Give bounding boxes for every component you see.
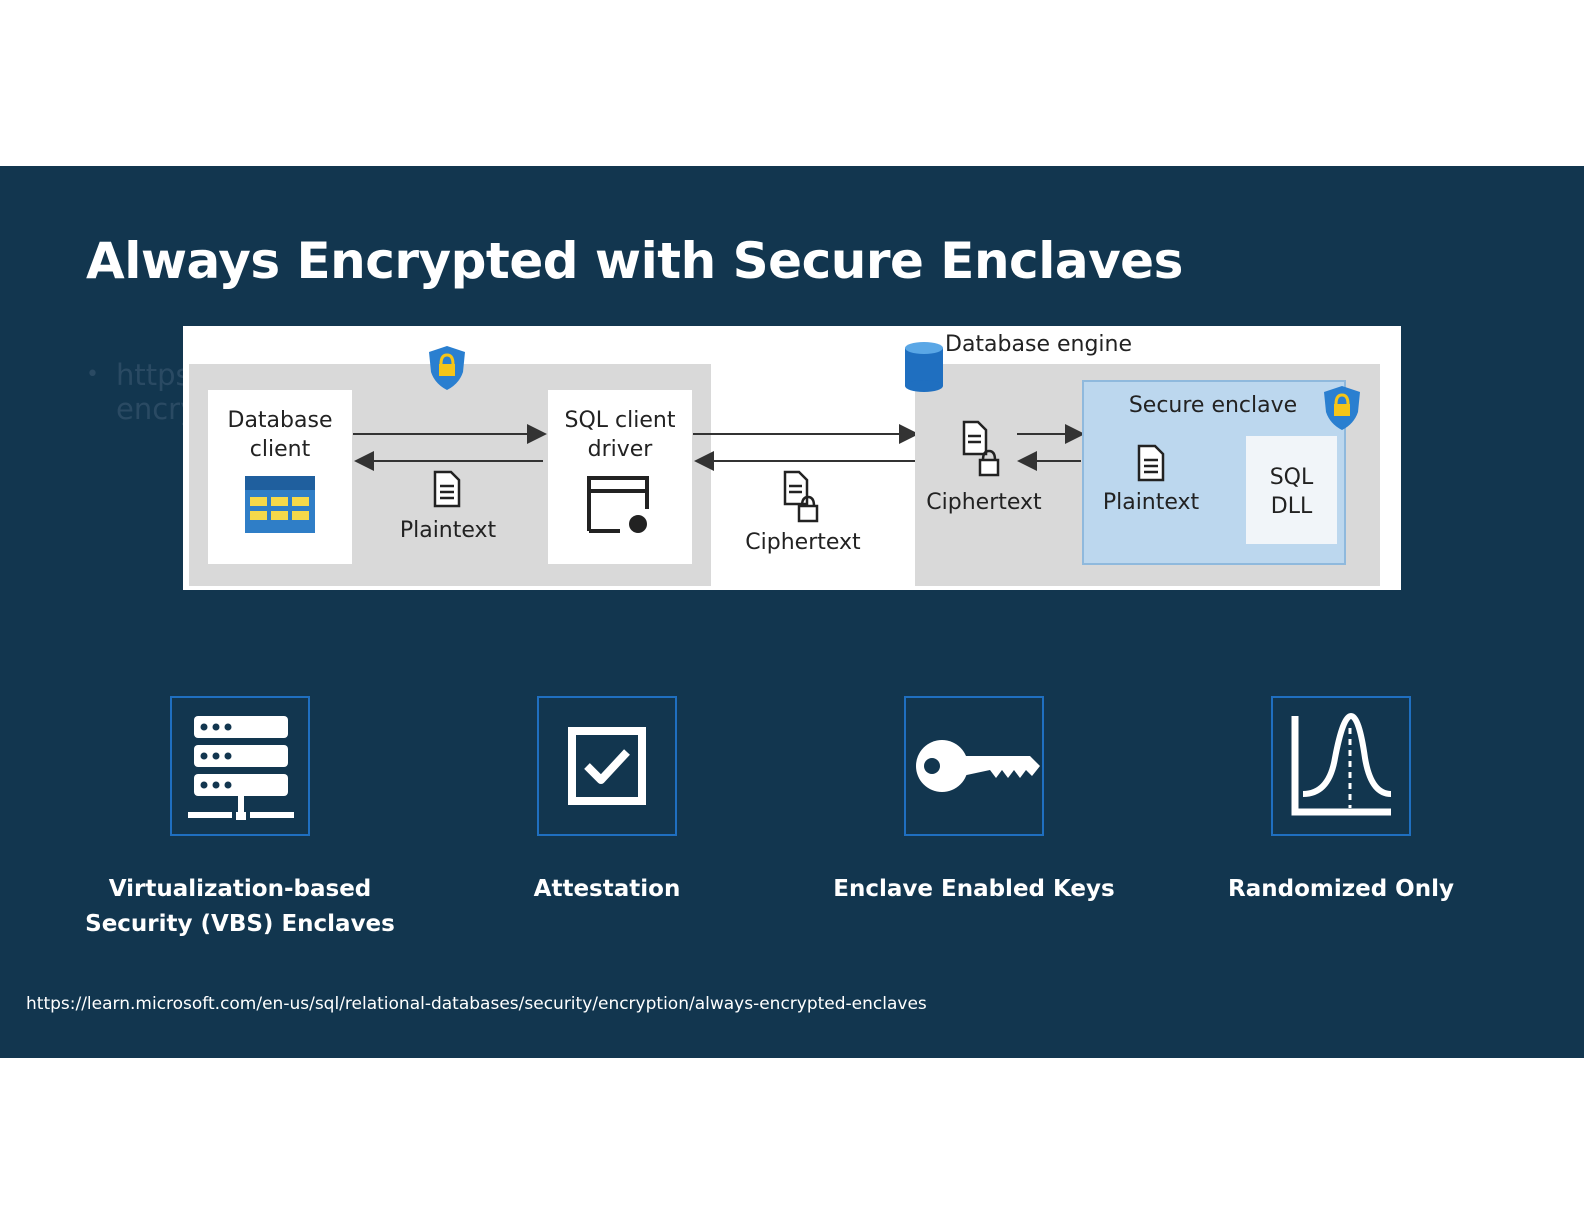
feature-tile-vbs — [170, 696, 310, 836]
document-icon — [433, 470, 461, 508]
enclave-shield-lock-icon — [1324, 386, 1360, 430]
feature-label-randomized-line-1: Randomized Only — [1228, 876, 1454, 902]
ciphertext-transit-label: Ciphertext — [745, 530, 861, 555]
bullet-line-1: https — [116, 358, 191, 392]
encrypted-document-icon — [783, 470, 819, 523]
feature-label-vbs-line-2: Security (VBS) Enclaves — [85, 911, 395, 937]
sql-client-driver-label-1: SQL client — [564, 408, 676, 433]
checkbox-icon — [568, 727, 646, 805]
feature-tile-keys — [904, 696, 1044, 836]
window-gear-icon — [587, 476, 649, 533]
database-client-label-1: Database — [227, 408, 333, 433]
plaintext-enclave-label: Plaintext — [1102, 490, 1200, 515]
feature-tile-attestation — [537, 696, 677, 836]
database-client-label-2: client — [249, 437, 311, 462]
shield-lock-icon — [429, 346, 465, 390]
feature-label-randomized: Randomized Only — [1161, 872, 1521, 907]
feature-label-attestation-line-1: Attestation — [533, 876, 681, 902]
slide-panel: Always Encrypted with Secure Enclaves • … — [0, 166, 1584, 1058]
sql-dll-label-2: DLL — [1270, 494, 1313, 519]
database-icon — [905, 342, 943, 392]
bell-curve-icon — [1291, 712, 1392, 816]
database-engine-label: Database engine — [945, 332, 1132, 357]
server-icon — [188, 716, 294, 820]
feature-tile-randomized — [1271, 696, 1411, 836]
sql-client-driver-label-2: driver — [587, 437, 653, 462]
feature-label-vbs: Virtualization-based Security (VBS) Encl… — [60, 872, 420, 942]
table-icon — [245, 476, 315, 533]
ciphertext-engine-label: Ciphertext — [926, 490, 1042, 515]
feature-label-keys: Enclave Enabled Keys — [794, 872, 1154, 907]
plaintext-client-label: Plaintext — [399, 518, 497, 543]
sql-dll-box — [1246, 436, 1337, 544]
feature-label-vbs-line-1: Virtualization-based — [108, 876, 372, 902]
diagram-graphics — [189, 342, 1380, 586]
enclave-document-icon — [1137, 444, 1165, 482]
feature-label-keys-line-1: Enclave Enabled Keys — [833, 876, 1115, 902]
engine-encrypted-document-icon — [962, 420, 1000, 477]
feature-label-attestation: Attestation — [427, 872, 787, 907]
architecture-diagram: Database engine Database client SQL clie… — [183, 326, 1401, 590]
source-url-link[interactable]: https://learn.microsoft.com/en-us/sql/re… — [26, 994, 927, 1014]
slide-title: Always Encrypted with Secure Enclaves — [86, 232, 1183, 290]
sql-dll-label-1: SQL — [1269, 465, 1314, 490]
key-icon — [916, 740, 1040, 792]
secure-enclave-label: Secure enclave — [1128, 393, 1298, 418]
bullet-dot: • — [86, 362, 99, 387]
